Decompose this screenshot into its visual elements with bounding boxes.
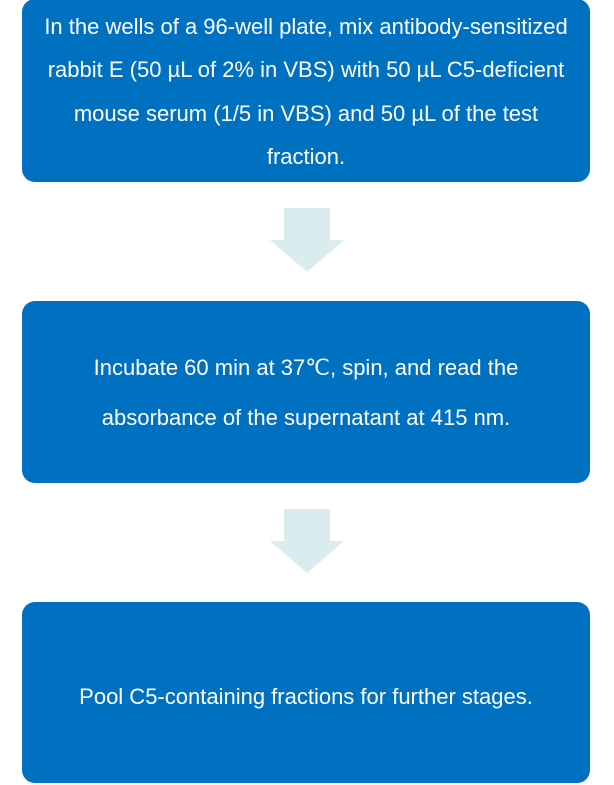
step-3-text: Pool C5-containing fractions for further… (79, 683, 533, 709)
step-2-text: Incubate 60 min at 37℃, spin, and read t… (93, 355, 519, 430)
down-arrow-icon (270, 208, 344, 272)
step-3-box: Pool C5-containing fractions for further… (22, 602, 590, 783)
step-1-box: In the wells of a 96-well plate, mix ant… (22, 0, 590, 182)
step-1-text: In the wells of a 96-well plate, mix ant… (44, 13, 568, 170)
step-2-box: Incubate 60 min at 37℃, spin, and read t… (22, 301, 590, 483)
down-arrow-icon (270, 509, 344, 573)
